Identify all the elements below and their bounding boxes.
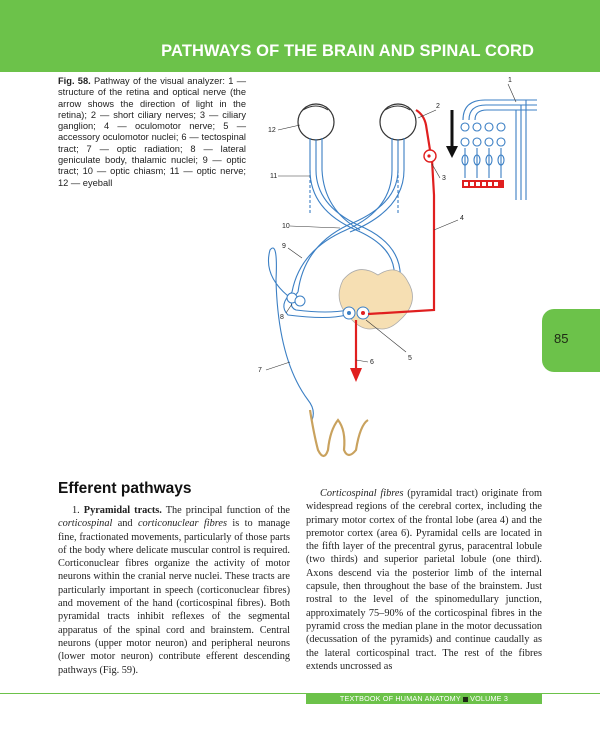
fig-label-1: 1 xyxy=(508,77,512,84)
footer-bar: TEXTBOOK OF HUMAN ANATOMY VOLUME 3 xyxy=(306,693,542,704)
pigment-layer xyxy=(462,180,504,188)
footer-rule xyxy=(0,693,600,695)
fig-label-3: 3 xyxy=(442,175,446,182)
footer-text: TEXTBOOK OF HUMAN ANATOMY VOLUME 3 xyxy=(306,693,542,704)
fig-label-12: 12 xyxy=(268,127,276,134)
fig-label-5: 5 xyxy=(408,355,412,362)
page-header: PATHWAYS OF THE BRAIN AND SPINAL CORD xyxy=(0,0,600,72)
right-text-column: Corticospinal fibres (pyramidal tract) o… xyxy=(306,487,542,673)
visual-pathway-figure: 1 2 3 4 5 6 7 8 9 10 11 12 xyxy=(258,77,537,458)
term-pyramidal-tracts: Pyramidal tracts. xyxy=(83,505,162,516)
text-run: and xyxy=(112,518,138,530)
page-number: 85 xyxy=(554,331,569,346)
fig-label-7: 7 xyxy=(258,367,262,374)
term-corticospinal: corticospinal xyxy=(58,518,113,530)
book-title: TEXTBOOK OF HUMAN ANATOMY xyxy=(339,694,461,703)
text-run: The principal function of the xyxy=(161,505,290,516)
page-number-tab: 85 xyxy=(542,309,600,372)
fig-label-11: 11 xyxy=(270,173,277,180)
fig-label-2: 2 xyxy=(436,103,440,110)
occipital-cortex xyxy=(308,409,369,458)
footer-square xyxy=(462,696,468,702)
text-run: is to manage fine, fractionated movement… xyxy=(58,518,290,676)
volume-label: VOLUME 3 xyxy=(470,694,509,703)
label-leaders xyxy=(265,83,517,371)
fig-label-6: 6 xyxy=(370,359,374,366)
caption-text: Pathway of the visual analyzer: 1 — stru… xyxy=(58,76,246,188)
term-corticospinal-fibres: Corticospinal fibres xyxy=(320,488,404,499)
fig-label-9: 9 xyxy=(282,243,286,250)
lateral-geniculate-body xyxy=(286,292,306,307)
header-title: PATHWAYS OF THE BRAIN AND SPINAL CORD xyxy=(161,42,534,60)
caption-label: Fig. 58. xyxy=(58,76,91,86)
left-text-column: 1. Pyramidal tracts. The principal funct… xyxy=(58,504,290,677)
ciliary-ganglion xyxy=(423,149,437,163)
list-number: 1. xyxy=(72,505,80,516)
oculomotor-pathway xyxy=(354,109,436,370)
light-direction-arrow xyxy=(446,110,458,158)
optic-pathway xyxy=(283,138,405,319)
term-corticonuclear: corticonuclear fibres xyxy=(137,518,227,530)
tectospinal-arrow xyxy=(350,368,362,382)
text-run: (pyramidal tract) originate from widespr… xyxy=(306,488,542,672)
corticospinal-paragraph: Corticospinal fibres (pyramidal tract) o… xyxy=(306,487,542,673)
fig-label-4: 4 xyxy=(460,215,464,222)
right-eyeball xyxy=(379,103,417,141)
optic-radiation xyxy=(267,247,314,421)
pyramidal-tracts-paragraph: 1. Pyramidal tracts. The principal funct… xyxy=(58,504,290,677)
section-title: Efferent pathways xyxy=(58,480,192,497)
retina-structure-diagram xyxy=(460,99,537,200)
figure-caption: Fig. 58. Pathway of the visual analyzer:… xyxy=(58,76,246,189)
fig-label-10: 10 xyxy=(282,223,290,230)
brainstem xyxy=(338,269,413,330)
fig-label-8: 8 xyxy=(280,314,284,321)
left-eyeball xyxy=(297,103,335,141)
